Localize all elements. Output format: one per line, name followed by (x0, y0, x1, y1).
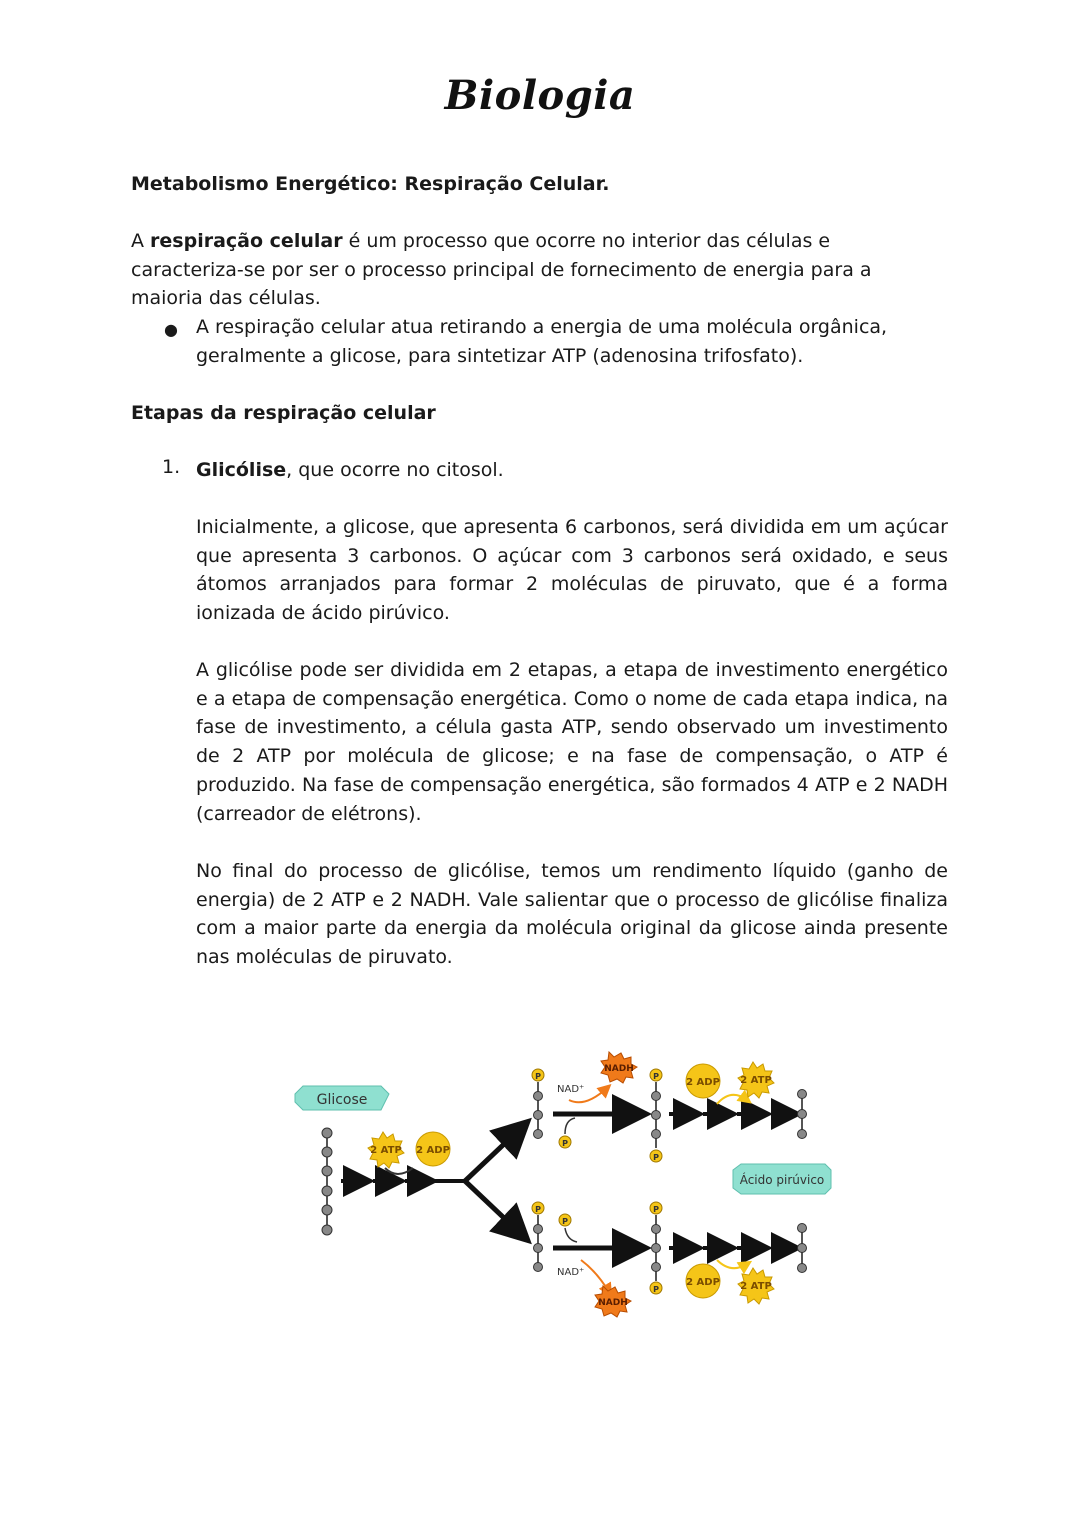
svg-text:NAD⁺: NAD⁺ (557, 1084, 584, 1095)
svg-text:Ácido pirúvico: Ácido pirúvico (740, 1172, 825, 1187)
intro-prefix: A (131, 230, 151, 252)
svg-text:P: P (653, 1285, 659, 1294)
list-item-bold: Glicólise (196, 459, 287, 481)
bullet-text: A respiração celular atua retirando a en… (196, 316, 888, 367)
top-branch: P P NAD⁺ NADH P P (531, 1050, 807, 1163)
intro-bold-term: respiração celular (150, 230, 343, 252)
svg-text:NADH: NADH (598, 1298, 628, 1308)
page-title: Biologia (444, 72, 636, 119)
bullet-marker: ● (164, 320, 178, 339)
intro-suffix: é um processo que ocorre no interior das… (131, 230, 872, 310)
svg-text:2 ATP: 2 ATP (370, 1145, 402, 1156)
acido-piruvico-label: Ácido pirúvico (732, 1163, 832, 1195)
svg-text:NADH: NADH (604, 1064, 634, 1074)
svg-text:2 ADP: 2 ADP (686, 1277, 720, 1288)
investment-arrows (341, 1165, 439, 1197)
svg-text:P: P (562, 1217, 568, 1226)
svg-text:P: P (535, 1072, 541, 1081)
glycolysis-diagram: Glicose 2 ATP 2 ADP (294, 1050, 832, 1318)
section-heading: Metabolismo Energético: Respiração Celul… (131, 173, 610, 195)
svg-text:2 ATP: 2 ATP (740, 1281, 772, 1292)
atp-in-icon: 2 ATP (367, 1131, 405, 1169)
paragraph-1: Inicialmente, a glicose, que apresenta 6… (196, 516, 948, 625)
svg-text:Glicose: Glicose (317, 1092, 368, 1108)
svg-text:P: P (535, 1205, 541, 1214)
paragraph-3: No final do processo de glicólise, temos… (196, 860, 948, 969)
svg-text:P: P (653, 1072, 659, 1081)
list-number: 1. (162, 456, 181, 478)
list-item-rest: , que ocorre no citosol. (286, 459, 504, 481)
svg-text:P: P (562, 1139, 568, 1148)
svg-text:2 ATP: 2 ATP (740, 1075, 772, 1086)
glucose-molecule (321, 1127, 333, 1236)
paragraph-2: A glicólise pode ser dividida em 2 etapa… (196, 659, 948, 825)
svg-text:2 ADP: 2 ADP (686, 1077, 720, 1088)
split-arrows (435, 1117, 532, 1245)
glicose-label: Glicose (294, 1085, 390, 1111)
intro-paragraph: A respiração celular é um processo que o… (131, 227, 911, 313)
etapas-heading: Etapas da respiração celular (131, 402, 436, 424)
bottom-branch: P P NAD⁺ NADH P P (531, 1201, 807, 1318)
list-item-glicolise: Glicólise, que ocorre no citosol. (196, 456, 948, 485)
svg-text:P: P (653, 1205, 659, 1214)
svg-text:P: P (653, 1153, 659, 1162)
svg-text:NAD⁺: NAD⁺ (557, 1267, 584, 1278)
adp-in-icon: 2 ADP (415, 1131, 451, 1167)
svg-text:2 ADP: 2 ADP (416, 1145, 450, 1156)
